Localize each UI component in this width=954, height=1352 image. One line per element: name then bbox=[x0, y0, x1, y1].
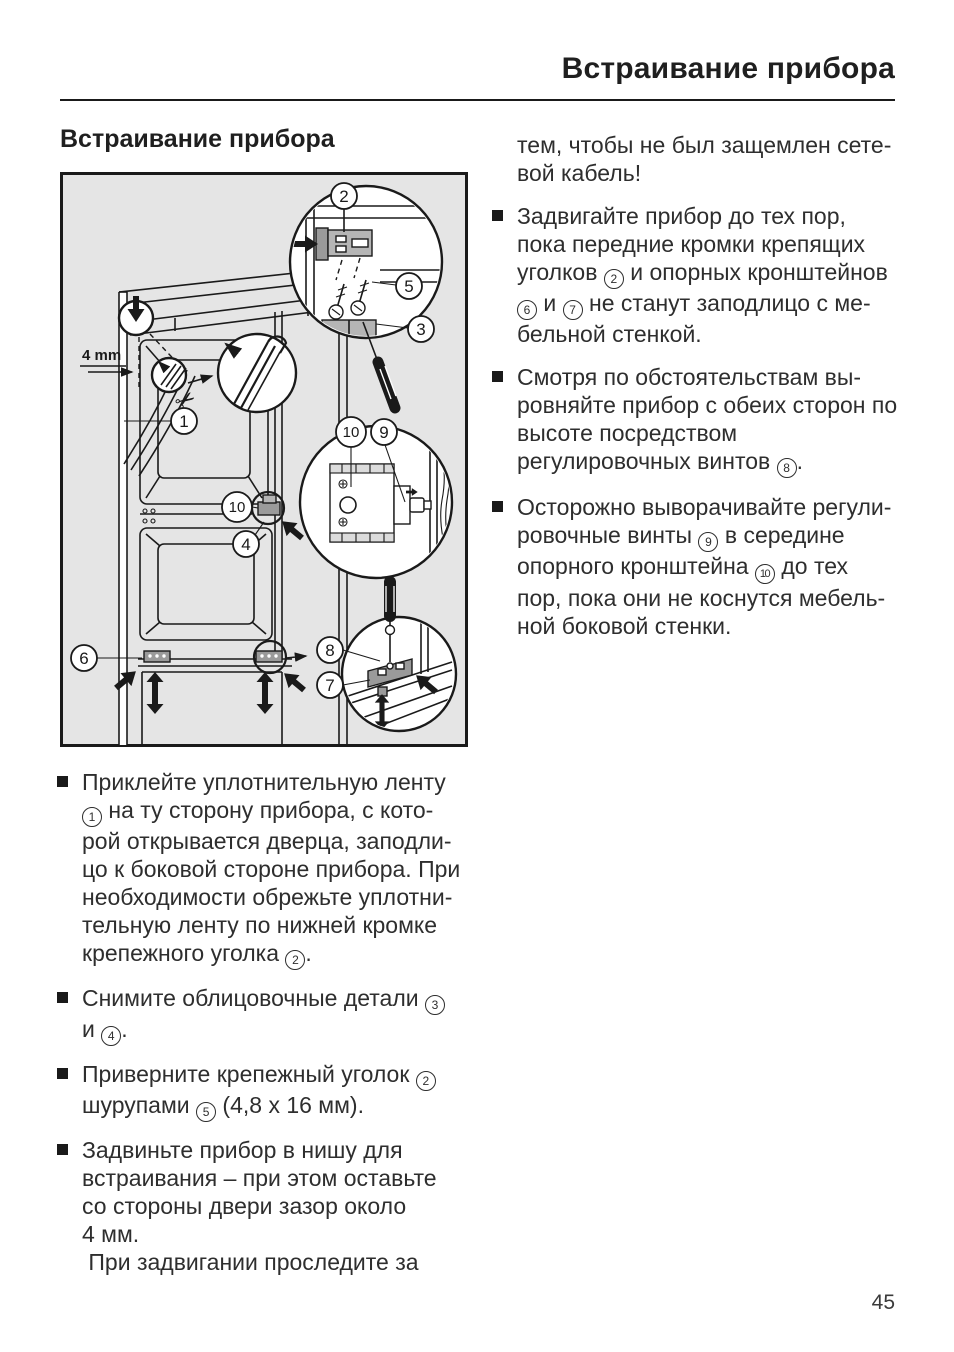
circled-ref-6: 6 bbox=[517, 300, 537, 320]
circled-ref-10: 10 bbox=[755, 564, 775, 584]
circled-ref-7: 7 bbox=[562, 300, 583, 320]
circled-ref-3: 3 bbox=[425, 995, 446, 1015]
callout-10-inset: 10 bbox=[335, 416, 367, 448]
circled-ref-2: 2 bbox=[603, 269, 624, 289]
svg-text:10: 10 bbox=[343, 424, 360, 441]
svg-text:7: 7 bbox=[325, 676, 334, 695]
instruction-bullet: Задвигайте прибор до тех пор,пока передн… bbox=[492, 202, 932, 348]
svg-text:3: 3 bbox=[416, 320, 425, 339]
section-heading: Встраивание прибора bbox=[60, 125, 335, 153]
adjusting-screw bbox=[409, 497, 425, 513]
paragraph-text: Смотря по обстоятельствам вы-ровняйте пр… bbox=[492, 363, 932, 478]
top-inset-circle bbox=[288, 184, 444, 340]
callout-3: 3 bbox=[407, 315, 435, 343]
bullet-square-icon bbox=[57, 1144, 68, 1155]
svg-text:5: 5 bbox=[404, 277, 413, 296]
bullet-square-icon bbox=[57, 992, 68, 1003]
svg-text:2: 2 bbox=[339, 187, 348, 206]
dimension-4mm: 4 mm bbox=[80, 333, 185, 387]
right-column-text: тем, чтобы не был защемлен сете-вой кабе… bbox=[492, 131, 932, 655]
leader-4 bbox=[254, 521, 265, 536]
bullet-square-icon bbox=[492, 371, 503, 382]
ring-to-inset-arrow bbox=[285, 652, 308, 662]
top-inset-content bbox=[292, 192, 440, 336]
circled-ref-1: 1 bbox=[82, 807, 102, 827]
support-bracket-right bbox=[255, 650, 283, 663]
callout-4: 4 bbox=[232, 530, 260, 558]
circled-ref-4: 4 bbox=[101, 1026, 122, 1046]
bracket-zoom-ring bbox=[252, 639, 288, 675]
detail-pointer-arrow bbox=[187, 374, 214, 384]
svg-text:4: 4 bbox=[241, 535, 250, 554]
support-bracket-mid bbox=[257, 501, 281, 516]
circled-ref-8: 8 bbox=[776, 458, 797, 478]
page-number: 45 bbox=[871, 1291, 895, 1314]
paragraph-text: тем, чтобы не был защемлен сете-вой кабе… bbox=[517, 132, 892, 186]
header-rule bbox=[60, 99, 895, 101]
leader-7 bbox=[342, 679, 371, 686]
callout-6: 6 bbox=[70, 644, 98, 672]
svg-text:1: 1 bbox=[179, 412, 188, 431]
svg-text:9: 9 bbox=[379, 423, 388, 442]
bullet-square-icon bbox=[57, 1068, 68, 1079]
svg-text:6: 6 bbox=[79, 649, 88, 668]
callout-2: 2 bbox=[330, 182, 358, 210]
leader-10b bbox=[251, 506, 259, 509]
paragraph-text: Осторожно выворачивайте регули-ровочные … bbox=[517, 494, 892, 639]
seal-clamp-detail bbox=[150, 356, 188, 394]
support-bracket-left bbox=[143, 650, 171, 663]
circled-ref-5: 5 bbox=[196, 1102, 217, 1122]
page-header-title: Встраивание прибора bbox=[561, 52, 895, 85]
screwdriver-top bbox=[362, 321, 401, 414]
callout-8: 8 bbox=[316, 636, 344, 664]
screw-icon bbox=[328, 279, 370, 320]
leader-5 bbox=[371, 281, 397, 286]
paragraph-text: Задвигайте прибор до тех пор,пока передн… bbox=[517, 203, 888, 347]
seal-profile-inset bbox=[216, 332, 298, 414]
svg-text:10: 10 bbox=[229, 499, 246, 516]
leader-3 bbox=[375, 323, 409, 329]
bullet-square-icon bbox=[492, 501, 503, 512]
circled-ref-2: 2 bbox=[415, 1071, 436, 1091]
bullet-square-icon bbox=[57, 776, 68, 787]
svg-text:8: 8 bbox=[325, 641, 334, 660]
paragraph: тем, чтобы не был защемлен сете-вой кабе… bbox=[492, 131, 932, 187]
circled-ref-9: 9 bbox=[698, 532, 719, 552]
circled-ref-2: 2 bbox=[285, 950, 306, 970]
callout-1: 1 bbox=[170, 407, 198, 435]
installation-figure: 4 mm ✂ bbox=[60, 172, 468, 747]
leader-8 bbox=[342, 649, 381, 662]
installation-diagram: 4 mm ✂ bbox=[60, 172, 468, 747]
instruction-bullet: Смотря по обстоятельствам вы-ровняйте пр… bbox=[492, 363, 932, 478]
instruction-bullet: Осторожно выворачивайте регули-ровочные … bbox=[492, 493, 932, 640]
dimension-label: 4 mm bbox=[82, 347, 121, 364]
callout-7: 7 bbox=[316, 671, 344, 699]
screwdriver-bottom bbox=[384, 576, 396, 662]
callout-9: 9 bbox=[370, 418, 398, 446]
bullet-square-icon bbox=[492, 210, 503, 221]
callout-5: 5 bbox=[395, 272, 423, 300]
callout-10: 10 bbox=[221, 491, 253, 523]
